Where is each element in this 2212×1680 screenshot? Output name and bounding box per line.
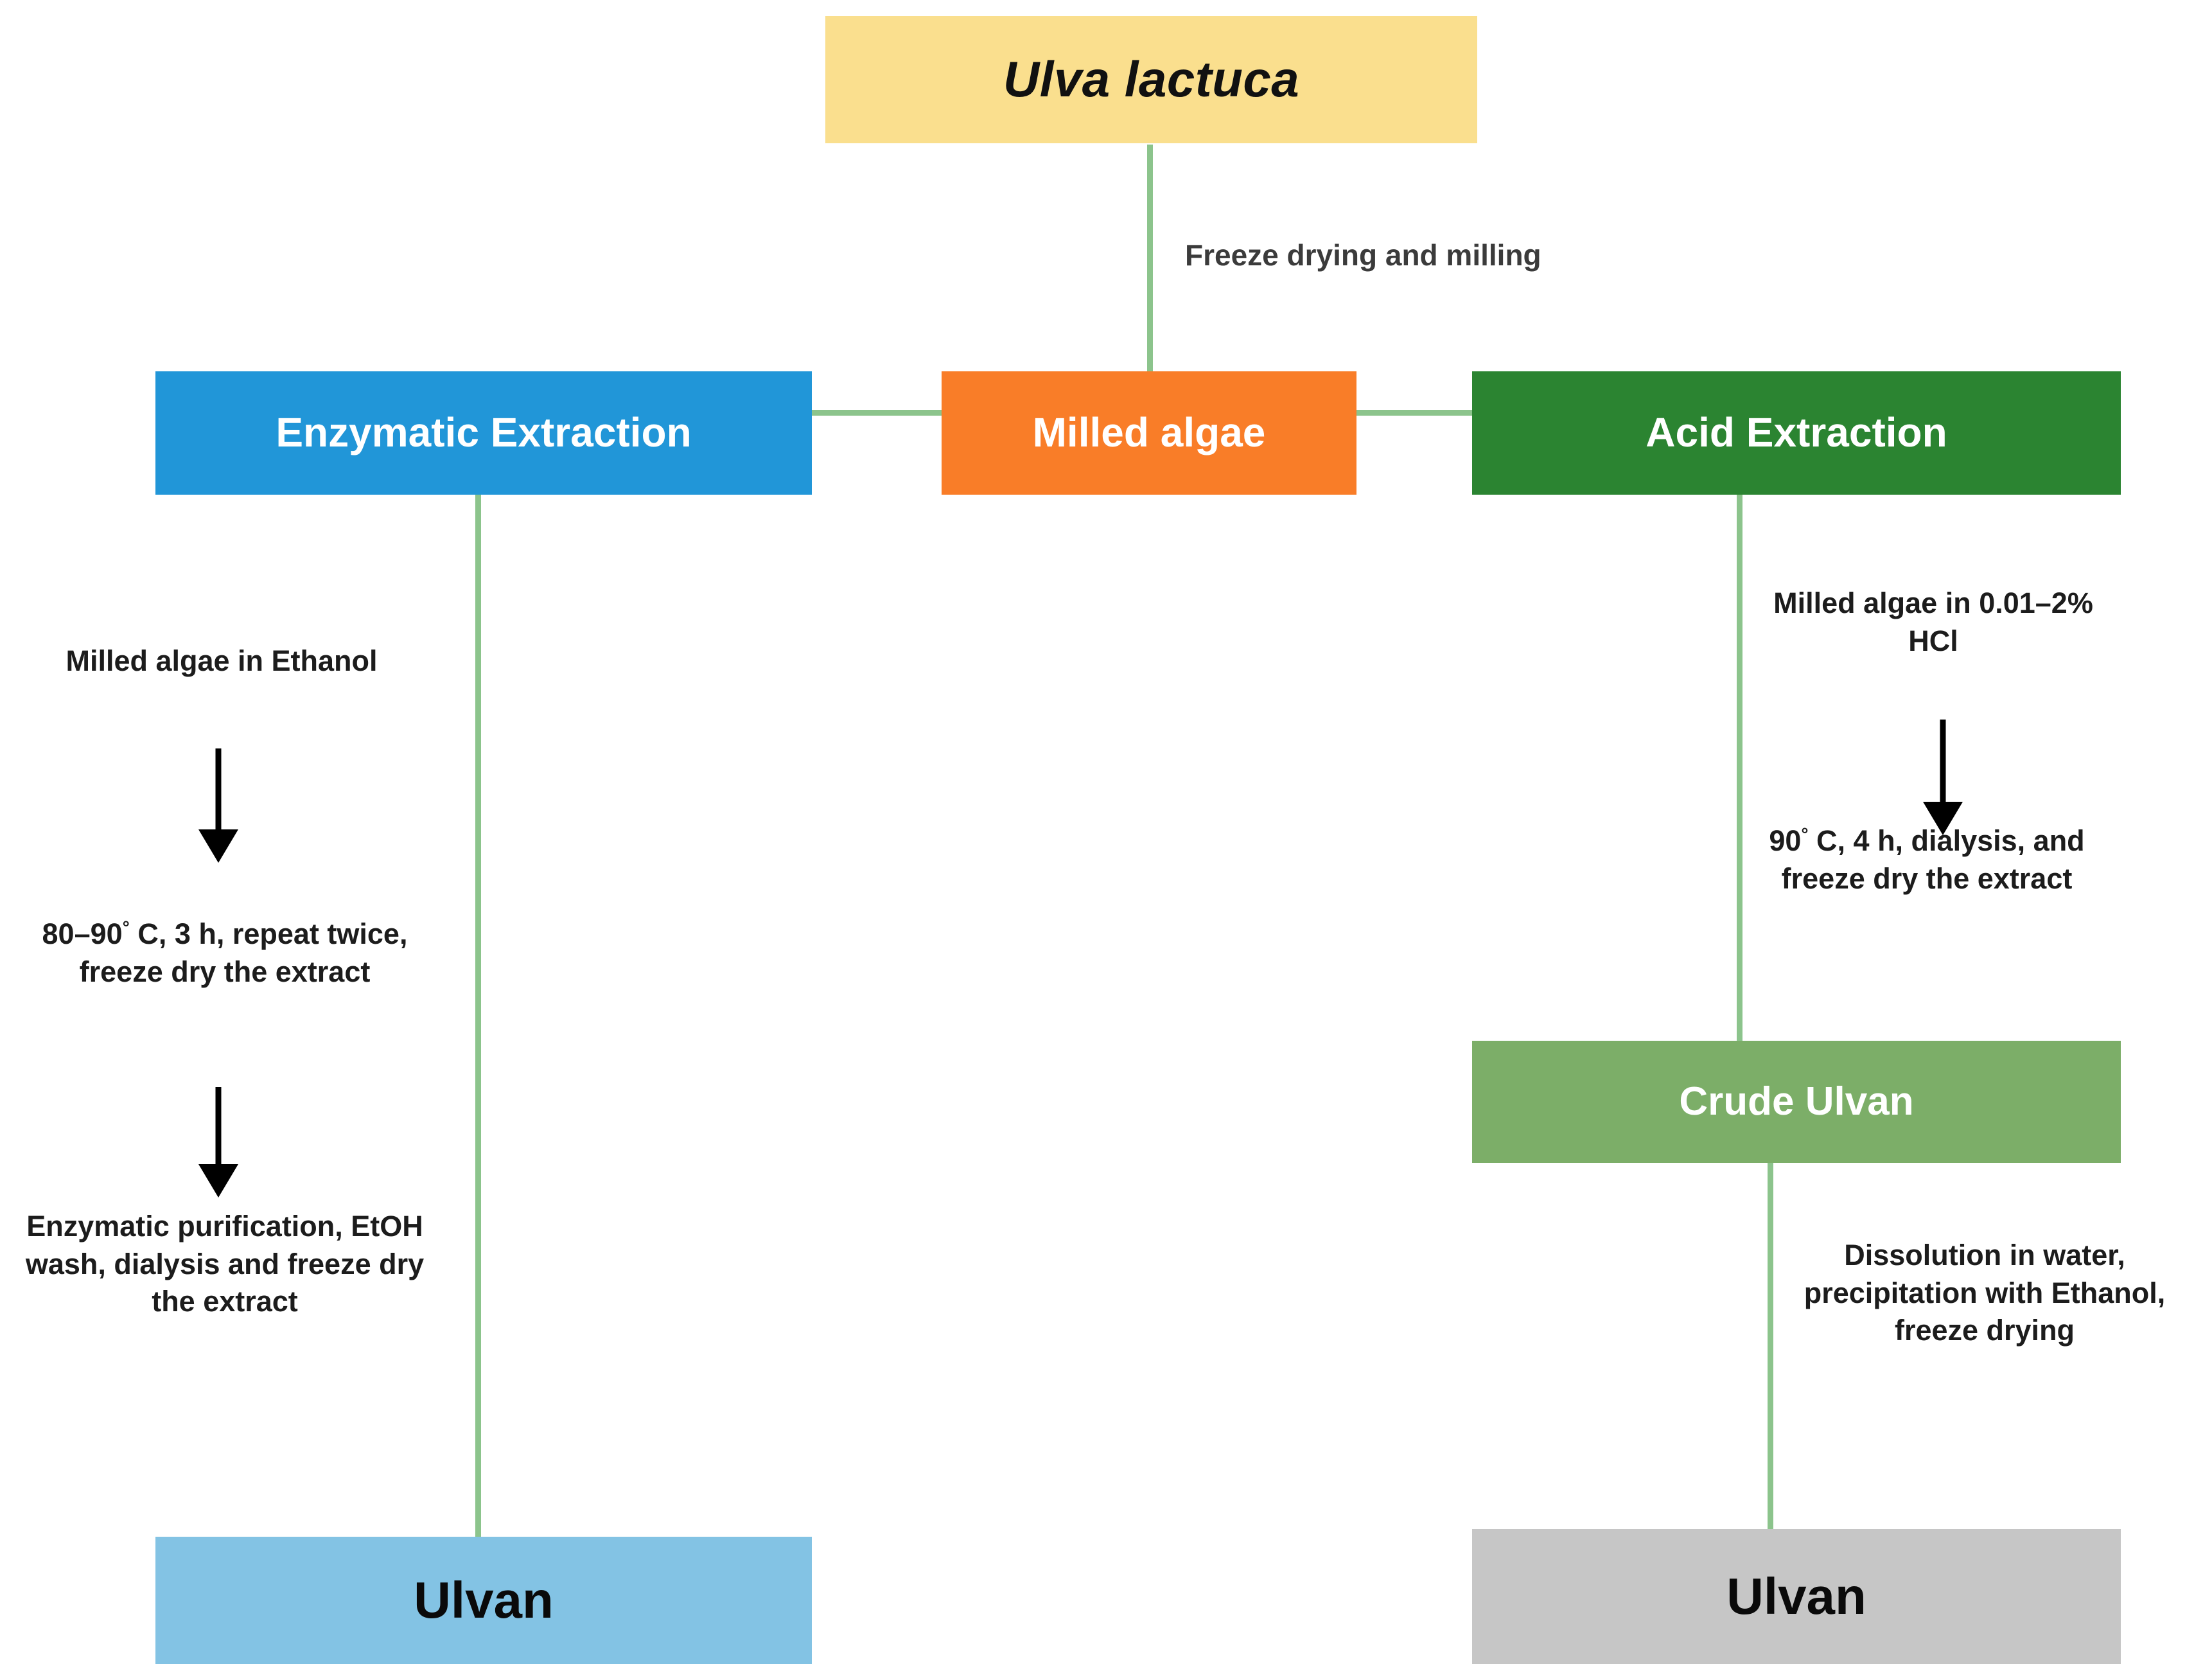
- node-acid-extraction[interactable]: Acid Extraction: [1472, 371, 2121, 495]
- node-ulva-lactuca-label: Ulva lactuca: [1003, 51, 1300, 108]
- left-step-2-text: 80–90° C, 3 h, repeat twice, freeze dry …: [16, 915, 434, 991]
- degree-symbol-icon: °: [122, 917, 130, 937]
- right-step-1-text: Milled algae in 0.01–2% HCl: [1773, 587, 2093, 657]
- node-ulvan-acid[interactable]: Ulvan: [1472, 1529, 2121, 1664]
- degree-symbol-icon-right: °: [1801, 824, 1809, 844]
- left-arrow-1: [193, 748, 244, 863]
- node-milled-algae-label: Milled algae: [1032, 409, 1266, 456]
- left-step-3-text: Enzymatic purification, EtOH wash, dialy…: [25, 1210, 425, 1318]
- left-step-1-text: Milled algae in Ethanol: [66, 644, 378, 677]
- node-ulvan-enzymatic-label: Ulvan: [414, 1571, 554, 1629]
- right-step-2-text: 90° C, 4 h, dialysis, and freeze dry the…: [1747, 822, 2107, 897]
- node-ulva-lactuca[interactable]: Ulva lactuca: [825, 16, 1477, 143]
- node-enzymatic-extraction[interactable]: Enzymatic Extraction: [155, 371, 812, 495]
- node-ulvan-acid-label: Ulvan: [1726, 1568, 1866, 1625]
- right-step-3-text: Dissolution in water, precipitation with…: [1804, 1239, 2166, 1347]
- node-acid-extraction-label: Acid Extraction: [1646, 409, 1947, 456]
- node-crude-ulvan-label: Crude Ulvan: [1679, 1079, 1914, 1124]
- node-crude-ulvan[interactable]: Crude Ulvan: [1472, 1041, 2121, 1163]
- right-step-2-temp: 90: [1769, 824, 1802, 857]
- right-arrow-1: [1917, 720, 1969, 835]
- left-step-2-rest: C, 3 h, repeat twice, freeze dry the ext…: [79, 917, 408, 988]
- node-milled-algae[interactable]: Milled algae: [942, 371, 1356, 495]
- connector-enzymatic-spine: [475, 450, 481, 1539]
- node-ulvan-enzymatic[interactable]: Ulvan: [155, 1537, 812, 1664]
- left-arrow-2: [193, 1087, 244, 1198]
- right-step-2-rest: C, 4 h, dialysis, and freeze dry the ext…: [1781, 824, 2085, 895]
- connector-enzymatic-to-milled: [808, 410, 949, 416]
- connector-crudeulvan-spine: [1768, 1163, 1773, 1542]
- connector-acid-spine: [1737, 450, 1742, 1047]
- edge-label-freeze-drying: Freeze drying and milling: [1185, 238, 1541, 272]
- node-enzymatic-extraction-label: Enzymatic Extraction: [276, 409, 692, 456]
- connector-title-to-milled: [1147, 145, 1153, 413]
- left-step-2-temp: 80–90: [42, 917, 123, 950]
- connector-milled-to-acid: [1354, 410, 1477, 416]
